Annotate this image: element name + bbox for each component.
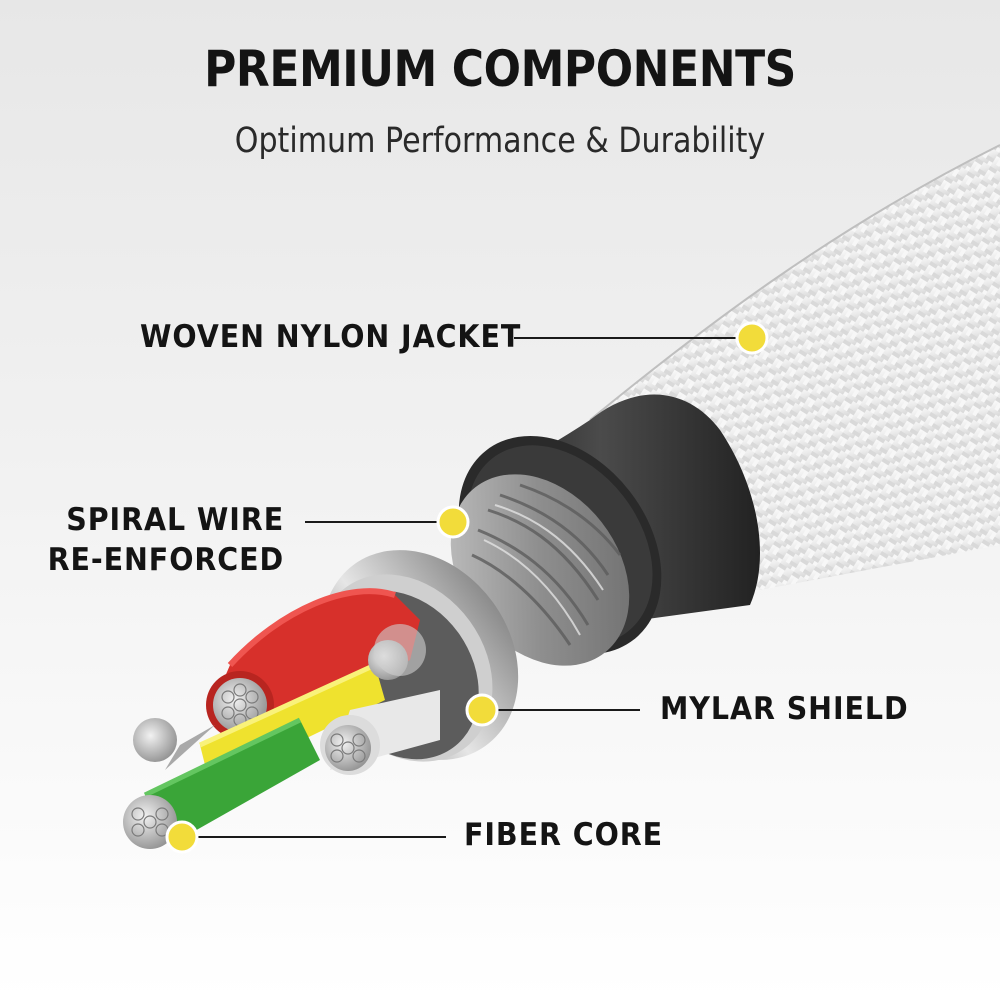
callout-label-line: FIBER CORE: [464, 817, 664, 853]
callout-label-line: MYLAR SHIELD: [660, 691, 909, 727]
white-wire: [320, 690, 440, 775]
page-subtitle: Optimum Performance & Durability: [234, 121, 766, 161]
callout-label-line: SPIRAL WIRE: [66, 502, 284, 538]
callout-label-fiber-core: FIBER CORE: [464, 815, 663, 855]
callout-label-mylar-shield: MYLAR SHIELD: [660, 689, 909, 729]
callout-label-line: WOVEN NYLON JACKET: [140, 319, 522, 355]
callout-marker-icon: [436, 505, 470, 539]
callout-label-woven-nylon-jacket: WOVEN NYLON JACKET: [140, 317, 521, 357]
callout-marker-icon: [165, 820, 199, 854]
green-wire: [123, 717, 320, 849]
page-title: PREMIUM COMPONENTS: [204, 40, 796, 98]
callout-marker-icon: [735, 321, 769, 355]
callout-marker-icon: [465, 693, 499, 727]
callout-label-spiral-wire: SPIRAL WIRE RE-ENFORCED: [47, 500, 284, 580]
callout-label-line: RE-ENFORCED: [47, 542, 284, 578]
